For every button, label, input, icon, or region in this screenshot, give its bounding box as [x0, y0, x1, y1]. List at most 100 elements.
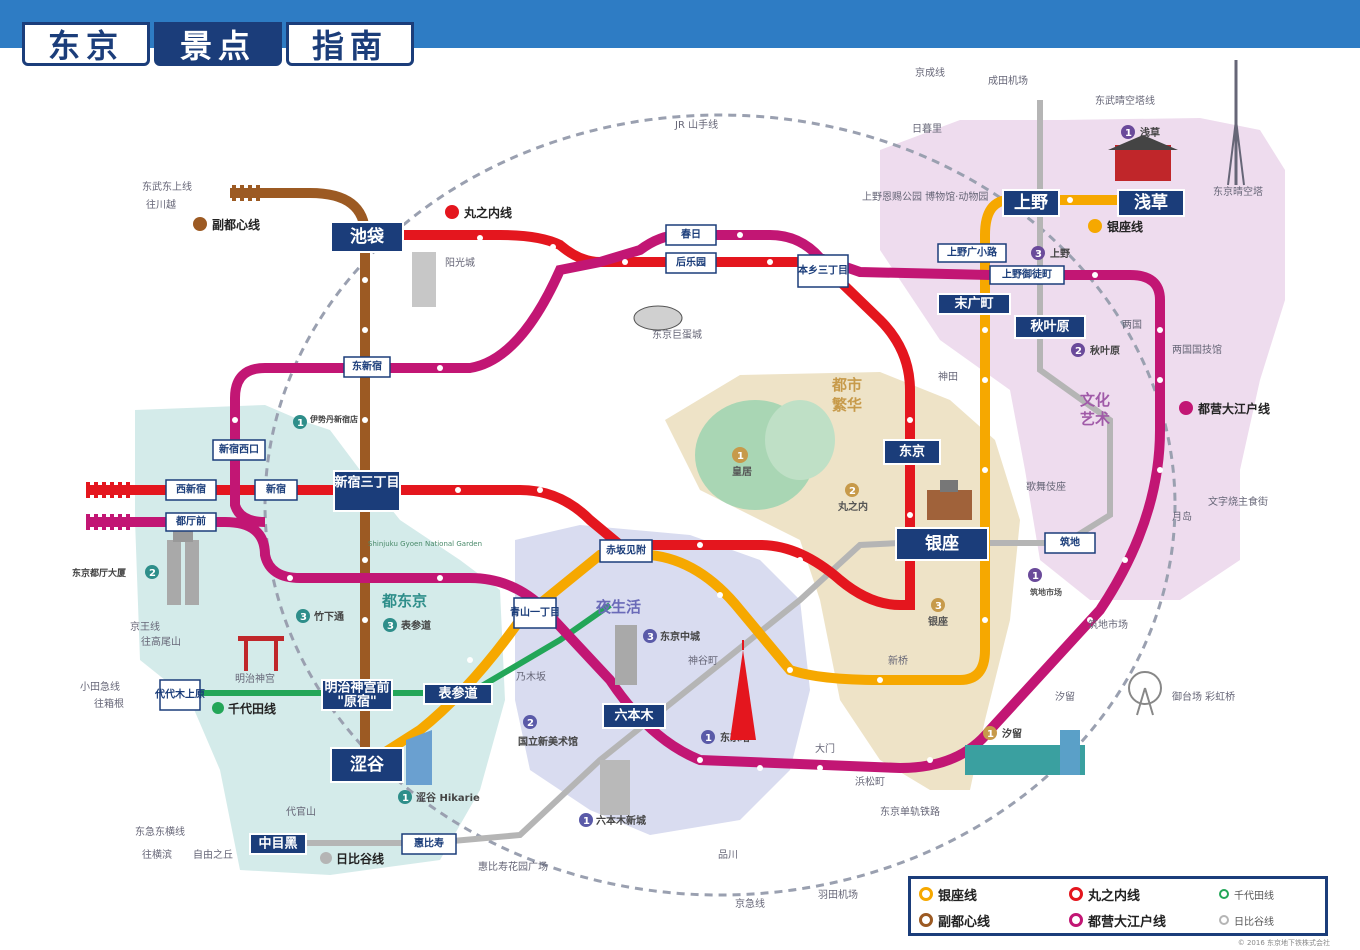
title-part-2: 景点 [154, 22, 282, 66]
label-nogizaka: 乃木坂 [516, 671, 546, 683]
svg-text:都营大江户线: 都营大江户线 [1197, 401, 1270, 416]
svg-text:涩谷: 涩谷 [350, 755, 385, 775]
station-ginza[interactable]: 银座 [895, 527, 989, 561]
svg-text:3: 3 [935, 601, 942, 612]
station-omotesando[interactable]: 表参道 [423, 683, 493, 705]
label-shinjuku-gyoen: Shinjuku Gyoen National Garden [368, 540, 482, 548]
svg-text:六本木新城: 六本木新城 [596, 814, 646, 827]
svg-text:"原宿": "原宿" [337, 694, 377, 710]
station-tokyo[interactable]: 东京 [883, 439, 941, 465]
oedo-stub [86, 514, 130, 530]
station-akasaka-mitsuke[interactable]: 赤坂见附 [599, 539, 653, 563]
station-aoyama-itchome[interactable]: 青山一丁目 [510, 597, 560, 629]
label-hakone: 往箱根 [94, 697, 124, 710]
tocho-icon [167, 530, 199, 605]
title-part-3: 指南 [286, 22, 414, 66]
station-nishi-shinjuku[interactable]: 西新宿 [165, 479, 217, 501]
station-meiji-jingumae[interactable]: 明治神宫前"原宿" [321, 679, 393, 711]
svg-text:2: 2 [849, 486, 856, 497]
svg-text:东京: 东京 [899, 444, 925, 460]
station-ikebukuro[interactable]: 池袋 [330, 221, 404, 253]
svg-text:秋叶原: 秋叶原 [1090, 344, 1120, 357]
svg-text:1: 1 [297, 418, 304, 429]
station-shinjuku-sanchome[interactable]: 新宿三丁目 [333, 470, 401, 512]
station-ebisu[interactable]: 惠比寿 [401, 833, 457, 855]
tokyo-station-icon [927, 480, 972, 520]
svg-text:1: 1 [1032, 571, 1039, 582]
station-shinjuku-nishiguchi[interactable]: 新宿西口 [212, 439, 266, 461]
line-label-monorail: 东京单轨铁路 [880, 805, 940, 818]
label-tsukiji-market: 筑地市场 [1088, 618, 1128, 631]
svg-text:日比谷线: 日比谷线 [336, 851, 384, 866]
area-label-bunka-2: 艺术 [1080, 410, 1110, 428]
station-shinjuku[interactable]: 新宿 [254, 479, 298, 501]
station-higashi-shinjuku[interactable]: 东新宿 [343, 356, 391, 378]
label-kamiyacho: 神谷町 [688, 654, 718, 667]
svg-text:上野: 上野 [1014, 193, 1048, 213]
title-part-1: 东京 [22, 22, 150, 66]
legend: 银座线 丸之内线 千代田线 副都心线 都营大江户线 日比谷线 [908, 876, 1328, 936]
svg-text:代代木上原: 代代木上原 [154, 688, 205, 701]
svg-text:池袋: 池袋 [350, 226, 385, 247]
legend-chiyoda: 千代田线 [1219, 881, 1319, 907]
station-suehirocho[interactable]: 末广町 [937, 293, 1011, 315]
station-roppongi[interactable]: 六本木 [602, 703, 666, 729]
station-ueno-hirokoji[interactable]: 上野广小路 [937, 243, 1007, 263]
station-hongo-sanchome[interactable]: 本乡三丁目 [797, 254, 849, 288]
label-daikanyama: 代官山 [286, 805, 316, 818]
station-nakameguro[interactable]: 中目黑 [249, 833, 307, 855]
station-tsukiji[interactable]: 筑地 [1044, 532, 1096, 554]
yamanote-loop [263, 113, 1177, 897]
svg-text:伊势丹新宿店: 伊势丹新宿店 [309, 414, 358, 424]
svg-text:汐留: 汐留 [1002, 727, 1022, 740]
svg-text:末广町: 末广町 [953, 296, 993, 312]
chiyoda-line-icon [1219, 889, 1229, 899]
line-label-marunouchi: 丸之内线 [445, 205, 512, 220]
svg-text:表参道: 表参道 [437, 686, 477, 702]
label-jiyugaoka: 自由之丘 [193, 848, 233, 861]
station-akihabara[interactable]: 秋叶原 [1014, 315, 1086, 339]
station-shibuya[interactable]: 涩谷 [330, 747, 404, 783]
spot-isetan: 1 伊势丹新宿店 [293, 414, 358, 429]
label-kabukiza: 歌舞伎座 [1026, 480, 1066, 493]
station-kasuga[interactable]: 春日 [665, 224, 717, 246]
ginza-line-icon [919, 887, 933, 901]
svg-text:新宿三丁目: 新宿三丁目 [334, 475, 399, 491]
station-yoyogi-uehara[interactable]: 代代木上原 [154, 679, 205, 711]
dome-icon [633, 305, 683, 331]
legend-ginza: 银座线 [919, 881, 1069, 907]
station-ueno[interactable]: 上野 [1002, 189, 1060, 217]
station-korakuen[interactable]: 后乐园 [665, 252, 717, 274]
svg-text:竹下通: 竹下通 [313, 610, 344, 623]
svg-text:1: 1 [737, 451, 744, 462]
svg-text:后乐园: 后乐园 [676, 256, 706, 269]
svg-text:六本木: 六本木 [614, 708, 654, 724]
legend-hibiya: 日比谷线 [1219, 907, 1319, 933]
line-label-hibiya: 日比谷线 [320, 851, 384, 866]
legend-oedo: 都营大江户线 [1069, 907, 1219, 933]
station-tochomae[interactable]: 都厅前 [165, 512, 217, 532]
map-title: 东京 景点 指南 [22, 22, 414, 66]
spot-kokyo: 1皇居 [732, 447, 752, 478]
label-kokugikan: 两国国技馆 [1172, 343, 1222, 356]
svg-text:国立新美术馆: 国立新美术馆 [518, 735, 578, 748]
spot-shiodome: 1 汐留 [983, 726, 1022, 740]
label-daimon: 大门 [815, 742, 835, 755]
svg-text:3: 3 [647, 632, 654, 643]
spot-ginza: 3银座 [928, 598, 948, 628]
line-label-oedo: 都营大江户线 [1179, 401, 1270, 416]
svg-text:中目黑: 中目黑 [258, 836, 297, 852]
svg-text:1: 1 [987, 729, 994, 740]
svg-text:新宿西口: 新宿西口 [219, 443, 259, 456]
station-ueno-okachimachi[interactable]: 上野御徒町 [989, 265, 1065, 285]
copyright: © 2016 东京地下铁株式会社 [1237, 939, 1330, 947]
svg-text:秋叶原: 秋叶原 [1030, 319, 1069, 335]
label-nippori: 日暮里 [912, 122, 942, 135]
station-asakusa[interactable]: 浅草 [1117, 189, 1185, 217]
hibiya-line [280, 100, 1113, 846]
svg-text:都厅前: 都厅前 [175, 515, 206, 528]
